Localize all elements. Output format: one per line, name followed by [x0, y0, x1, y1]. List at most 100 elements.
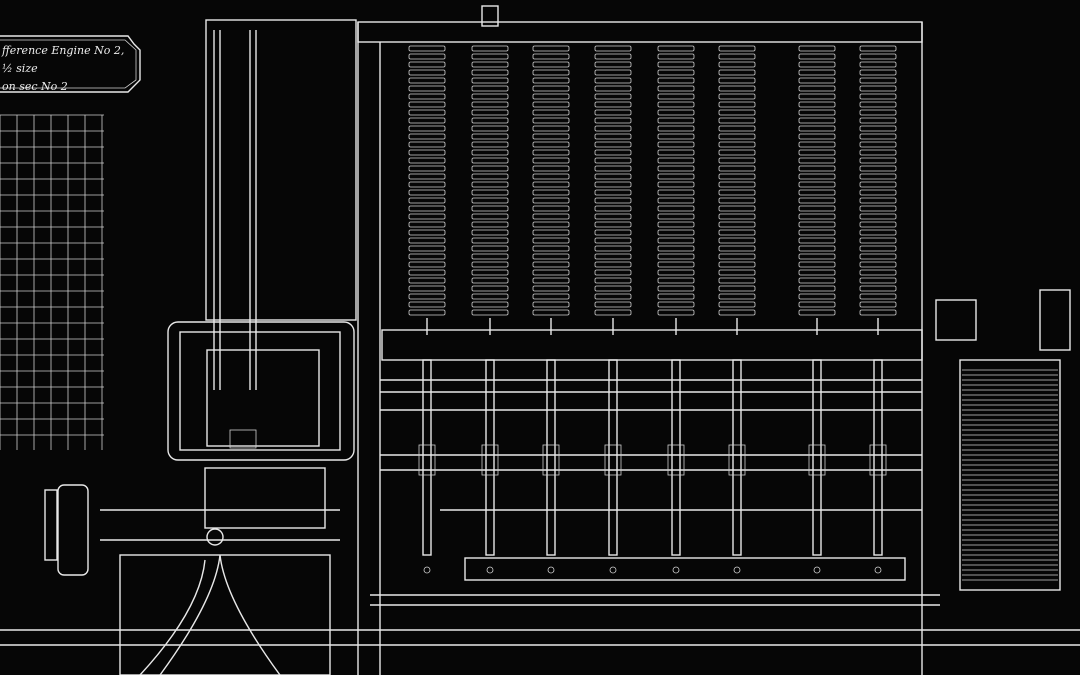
figure-wheel	[657, 93, 695, 100]
figure-wheel	[594, 221, 632, 228]
figure-wheel	[657, 221, 695, 228]
figure-wheel	[532, 253, 570, 260]
figure-wheel	[798, 301, 836, 308]
figure-wheel	[594, 117, 632, 124]
figure-wheel	[408, 149, 446, 156]
figure-wheel	[471, 293, 509, 300]
title-line-2: on sec No 2	[2, 80, 68, 93]
figure-wheel	[594, 109, 632, 116]
figure-wheel	[532, 61, 570, 68]
figure-wheel	[718, 93, 756, 100]
figure-wheel	[408, 85, 446, 92]
figure-wheel-column	[594, 45, 632, 335]
figure-wheel	[532, 133, 570, 140]
figure-wheel	[408, 245, 446, 252]
figure-wheel	[798, 133, 836, 140]
figure-wheel	[718, 109, 756, 116]
figure-wheel	[718, 101, 756, 108]
figure-wheel	[798, 181, 836, 188]
figure-wheel	[859, 117, 897, 124]
figure-wheel	[471, 245, 509, 252]
figure-wheel	[718, 61, 756, 68]
figure-wheel	[471, 309, 509, 316]
figure-wheel	[718, 157, 756, 164]
figure-wheel	[798, 45, 836, 52]
figure-wheel	[532, 173, 570, 180]
figure-wheel	[798, 53, 836, 60]
figure-wheel	[859, 157, 897, 164]
figure-wheel	[594, 149, 632, 156]
bearing	[733, 566, 741, 574]
figure-wheel	[657, 309, 695, 316]
figure-wheel	[657, 109, 695, 116]
figure-wheel-column	[859, 45, 897, 335]
figure-wheel	[859, 285, 897, 292]
figure-wheel	[859, 253, 897, 260]
figure-wheel	[798, 85, 836, 92]
figure-wheel	[471, 277, 509, 284]
figure-wheel	[532, 45, 570, 52]
figure-wheel	[532, 197, 570, 204]
figure-wheel	[718, 189, 756, 196]
figure-wheel	[657, 301, 695, 308]
figure-wheel	[408, 69, 446, 76]
figure-wheel	[408, 61, 446, 68]
figure-wheel	[408, 53, 446, 60]
figure-wheel-column	[798, 45, 836, 335]
figure-wheel	[532, 141, 570, 148]
figure-wheel	[408, 101, 446, 108]
figure-wheel	[798, 69, 836, 76]
figure-wheel	[718, 229, 756, 236]
figure-wheel	[471, 61, 509, 68]
figure-wheel	[408, 45, 446, 52]
figure-wheel	[532, 157, 570, 164]
figure-wheel	[798, 253, 836, 260]
figure-wheel	[657, 157, 695, 164]
figure-wheel	[408, 261, 446, 268]
bearing	[874, 566, 882, 574]
figure-wheel	[594, 269, 632, 276]
figure-wheel	[532, 101, 570, 108]
figure-wheel	[408, 213, 446, 220]
figure-wheel	[859, 93, 897, 100]
figure-wheel	[408, 293, 446, 300]
figure-wheel	[408, 221, 446, 228]
figure-wheel	[657, 205, 695, 212]
figure-wheel	[594, 229, 632, 236]
figure-wheel	[859, 261, 897, 268]
figure-wheel	[532, 53, 570, 60]
figure-wheel	[594, 53, 632, 60]
figure-wheel	[532, 125, 570, 132]
figure-wheel	[798, 101, 836, 108]
figure-wheel	[594, 213, 632, 220]
figure-wheel	[798, 141, 836, 148]
figure-wheel-column	[471, 45, 509, 335]
figure-wheel	[718, 309, 756, 316]
figure-wheel	[471, 165, 509, 172]
figure-wheel	[594, 61, 632, 68]
figure-wheel	[532, 181, 570, 188]
figure-wheel	[532, 277, 570, 284]
engine-frame	[0, 5, 1080, 675]
axis-collar	[418, 444, 436, 476]
figure-wheel	[718, 85, 756, 92]
figure-wheel	[471, 173, 509, 180]
figure-wheel	[471, 133, 509, 140]
figure-wheel	[859, 141, 897, 148]
figure-wheel	[859, 101, 897, 108]
figure-wheel	[471, 157, 509, 164]
figure-wheel	[532, 221, 570, 228]
figure-wheel	[859, 53, 897, 60]
figure-wheel	[718, 301, 756, 308]
figure-wheel	[532, 285, 570, 292]
figure-wheel	[859, 173, 897, 180]
bearing	[423, 566, 431, 574]
figure-wheel	[718, 277, 756, 284]
figure-wheel	[532, 229, 570, 236]
figure-wheel	[471, 205, 509, 212]
figure-wheel	[657, 85, 695, 92]
figure-wheel	[657, 149, 695, 156]
figure-wheel	[471, 237, 509, 244]
figure-wheel	[657, 141, 695, 148]
